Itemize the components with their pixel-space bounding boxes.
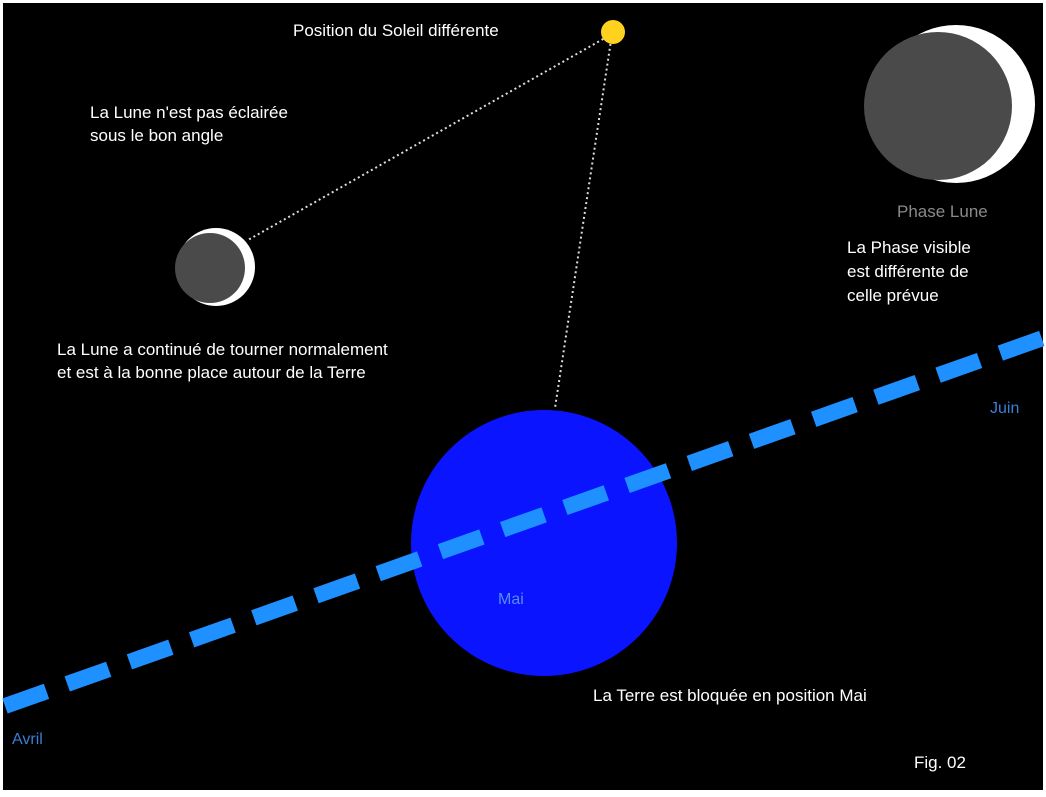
sun-label: Position du Soleil différente bbox=[293, 21, 499, 40]
sun-to-earth-ray bbox=[554, 33, 613, 409]
moon-lighting-note-line1: La Lune n'est pas éclairée bbox=[90, 103, 288, 122]
moon bbox=[175, 228, 255, 306]
moon-orbit-note-line1: La Lune a continué de tourner normalemen… bbox=[57, 340, 388, 359]
moon-dark-side bbox=[175, 233, 245, 303]
sun bbox=[601, 20, 625, 44]
month-label-april: Avril bbox=[12, 731, 43, 748]
phase-title: Phase Lune bbox=[897, 202, 988, 221]
month-label-june: Juin bbox=[990, 400, 1019, 417]
phase-note-line3: celle prévue bbox=[847, 286, 939, 305]
moon-phase-icon bbox=[864, 25, 1035, 183]
month-label-may: Mai bbox=[498, 591, 524, 608]
earth bbox=[411, 410, 677, 676]
phase-note-line1: La Phase visible bbox=[847, 238, 971, 257]
figure-number: Fig. 02 bbox=[914, 753, 966, 772]
phase-note-line2: est différente de bbox=[847, 262, 969, 281]
earth-note: La Terre est bloquée en position Mai bbox=[593, 686, 867, 705]
earth-orbit-path bbox=[2, 330, 1046, 714]
moon-orbit-note-line2: et est à la bonne place autour de la Ter… bbox=[57, 363, 366, 382]
moon-lighting-note-line2: sous le bon angle bbox=[90, 126, 223, 145]
phase-moon-dark-side bbox=[864, 32, 1012, 180]
